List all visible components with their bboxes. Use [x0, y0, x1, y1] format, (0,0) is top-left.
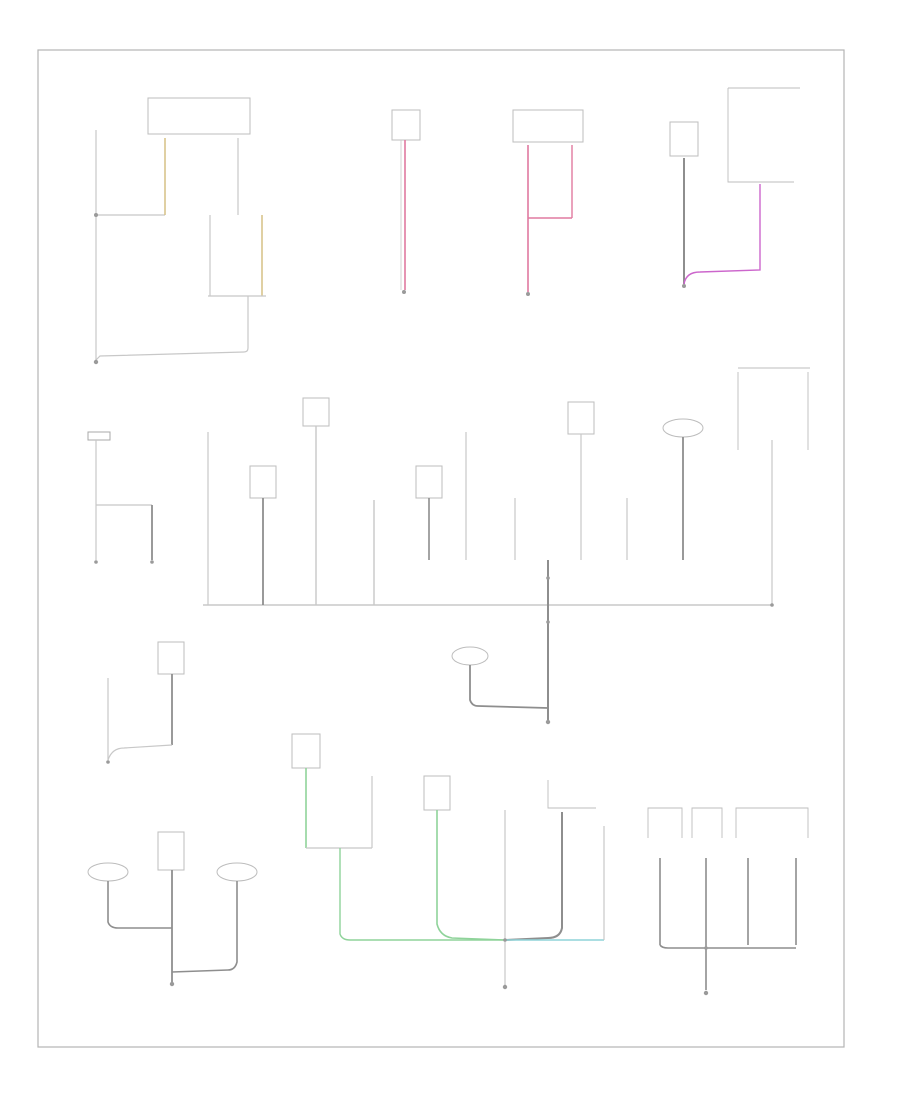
- ground-circuit-3: [512, 109, 584, 296]
- ground-circuit-6: [106, 641, 185, 764]
- splice-dot: [94, 213, 98, 217]
- ground-dot: [402, 290, 406, 294]
- component-box: [669, 121, 699, 157]
- ground-circuit-10: [647, 807, 809, 996]
- ground-circuit-5: [87, 431, 154, 564]
- ground-dot: [682, 284, 686, 288]
- ground-circuit-9: [291, 733, 605, 990]
- ground-bus-row-2: [203, 367, 810, 720]
- connector-block: [87, 431, 111, 441]
- module-box: [147, 97, 251, 135]
- ground-circuit-7: [451, 646, 551, 725]
- ground-circuit-2: [391, 109, 421, 294]
- module-box: [512, 109, 584, 143]
- ground-circuit-8: [87, 831, 258, 987]
- diagram-border: [37, 49, 845, 1048]
- ground-circuit-1: [93, 97, 266, 365]
- ground-circuit-4: [669, 87, 800, 288]
- ground-dot: [93, 359, 99, 365]
- ground-dot: [545, 719, 551, 725]
- component-box: [391, 109, 421, 141]
- ground-dot: [169, 981, 175, 987]
- ground-dot: [502, 984, 508, 990]
- ground-dot: [703, 990, 709, 996]
- ground-dot: [526, 292, 530, 296]
